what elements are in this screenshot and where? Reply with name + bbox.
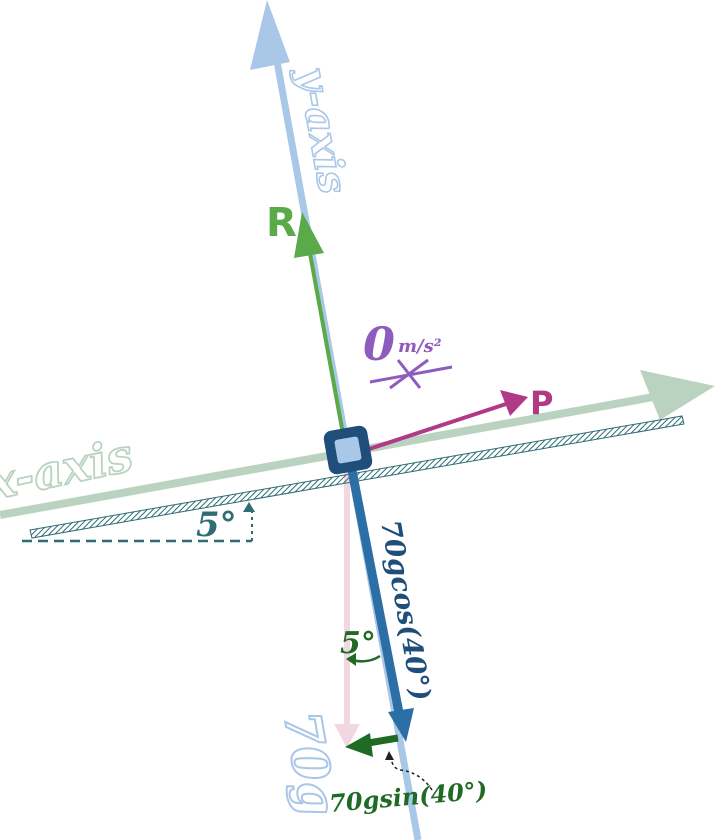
acceleration-value: 0 — [363, 317, 395, 371]
force-p-vector: P — [359, 384, 553, 454]
block-inner — [334, 436, 362, 464]
acceleration-indicator: 0 m/s² — [363, 317, 453, 390]
force-r-label: R — [266, 200, 297, 246]
incline-angle-label: 5° — [196, 505, 237, 545]
parallel-component-label: 70gsin(40°) — [328, 775, 488, 818]
force-p-label: P — [530, 384, 553, 422]
parallel-component-vector — [345, 733, 399, 757]
acceleration-unit: m/s² — [398, 336, 442, 357]
parallel-callout: 70gsin(40°) — [328, 751, 488, 818]
incline-angle-marker: 5° — [22, 502, 255, 545]
normal-component-vector: 70gcos(40°) — [345, 459, 436, 742]
weight-vector — [334, 470, 360, 748]
y-axis-arrowhead — [250, 0, 290, 70]
weight-angle-label: 5° — [340, 626, 376, 661]
block — [323, 425, 373, 475]
weight-angle-marker: 5° — [340, 626, 381, 666]
x-axis-arrowhead — [640, 370, 715, 420]
x-axis-label: x-axis — [0, 428, 137, 511]
force-r-vector: R — [266, 200, 348, 451]
